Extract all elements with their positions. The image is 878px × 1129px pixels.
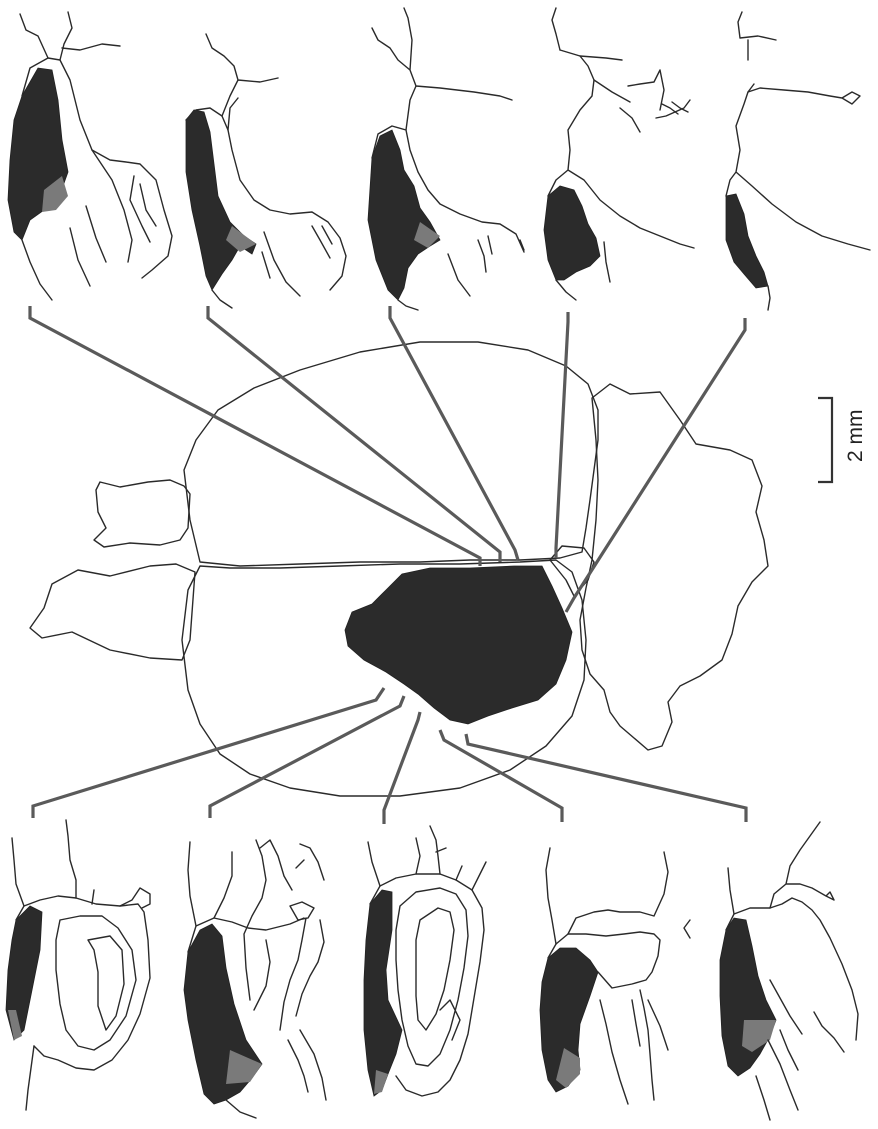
section-8-sulci [368, 826, 486, 890]
left-hemisphere-outline [184, 342, 598, 566]
section-1-lower-outline [22, 240, 52, 300]
section-6 [6, 820, 150, 1110]
scale-bar-label: 2 mm [844, 410, 867, 463]
section-3 [368, 8, 524, 310]
leader-line-6 [33, 688, 384, 818]
leader-line-8 [384, 712, 420, 824]
section-1 [8, 12, 172, 300]
section-1-lesion [8, 68, 68, 240]
section-3-lower-outline [398, 300, 418, 310]
section-8-lesion-edge [374, 1070, 388, 1094]
section-5-lower-outline [768, 286, 770, 310]
leader-line-7 [210, 696, 404, 818]
leader-line-1 [30, 306, 480, 566]
section-8-lesion [364, 890, 402, 1096]
section-9 [540, 848, 690, 1104]
section-2 [186, 34, 346, 308]
brainstem-lower-outline [30, 564, 195, 660]
scale-bar-line [818, 398, 832, 482]
section-3-lesion [368, 130, 440, 300]
leader-line-2 [208, 306, 500, 562]
central-lesion [345, 566, 572, 724]
leader-line-5 [566, 318, 745, 612]
section-6-inner-sulcus [88, 936, 124, 1030]
section-5-lesion [726, 194, 768, 288]
section-2-lesion [186, 110, 256, 290]
section-8-inner-outline [396, 888, 468, 1066]
section-7 [184, 840, 326, 1118]
leader-line-9 [440, 730, 562, 822]
section-8 [364, 826, 486, 1096]
section-10 [720, 822, 858, 1120]
section-5-sulci [738, 12, 860, 104]
section-4 [544, 8, 694, 300]
section-5-cortex-outline [726, 84, 870, 250]
section-4-lesion [544, 186, 600, 280]
section-8-inner-sulcus [416, 908, 460, 1040]
brainstem-upper-outline [94, 480, 190, 547]
section-10-lesion [720, 918, 776, 1076]
section-4-lower-outline [556, 280, 576, 300]
brain-dorsal-view [30, 342, 768, 796]
leader-line-4 [556, 312, 568, 558]
section-2-lower-outline [212, 290, 232, 308]
scale-bar: 2 mm [818, 398, 867, 482]
section-5 [726, 12, 870, 310]
